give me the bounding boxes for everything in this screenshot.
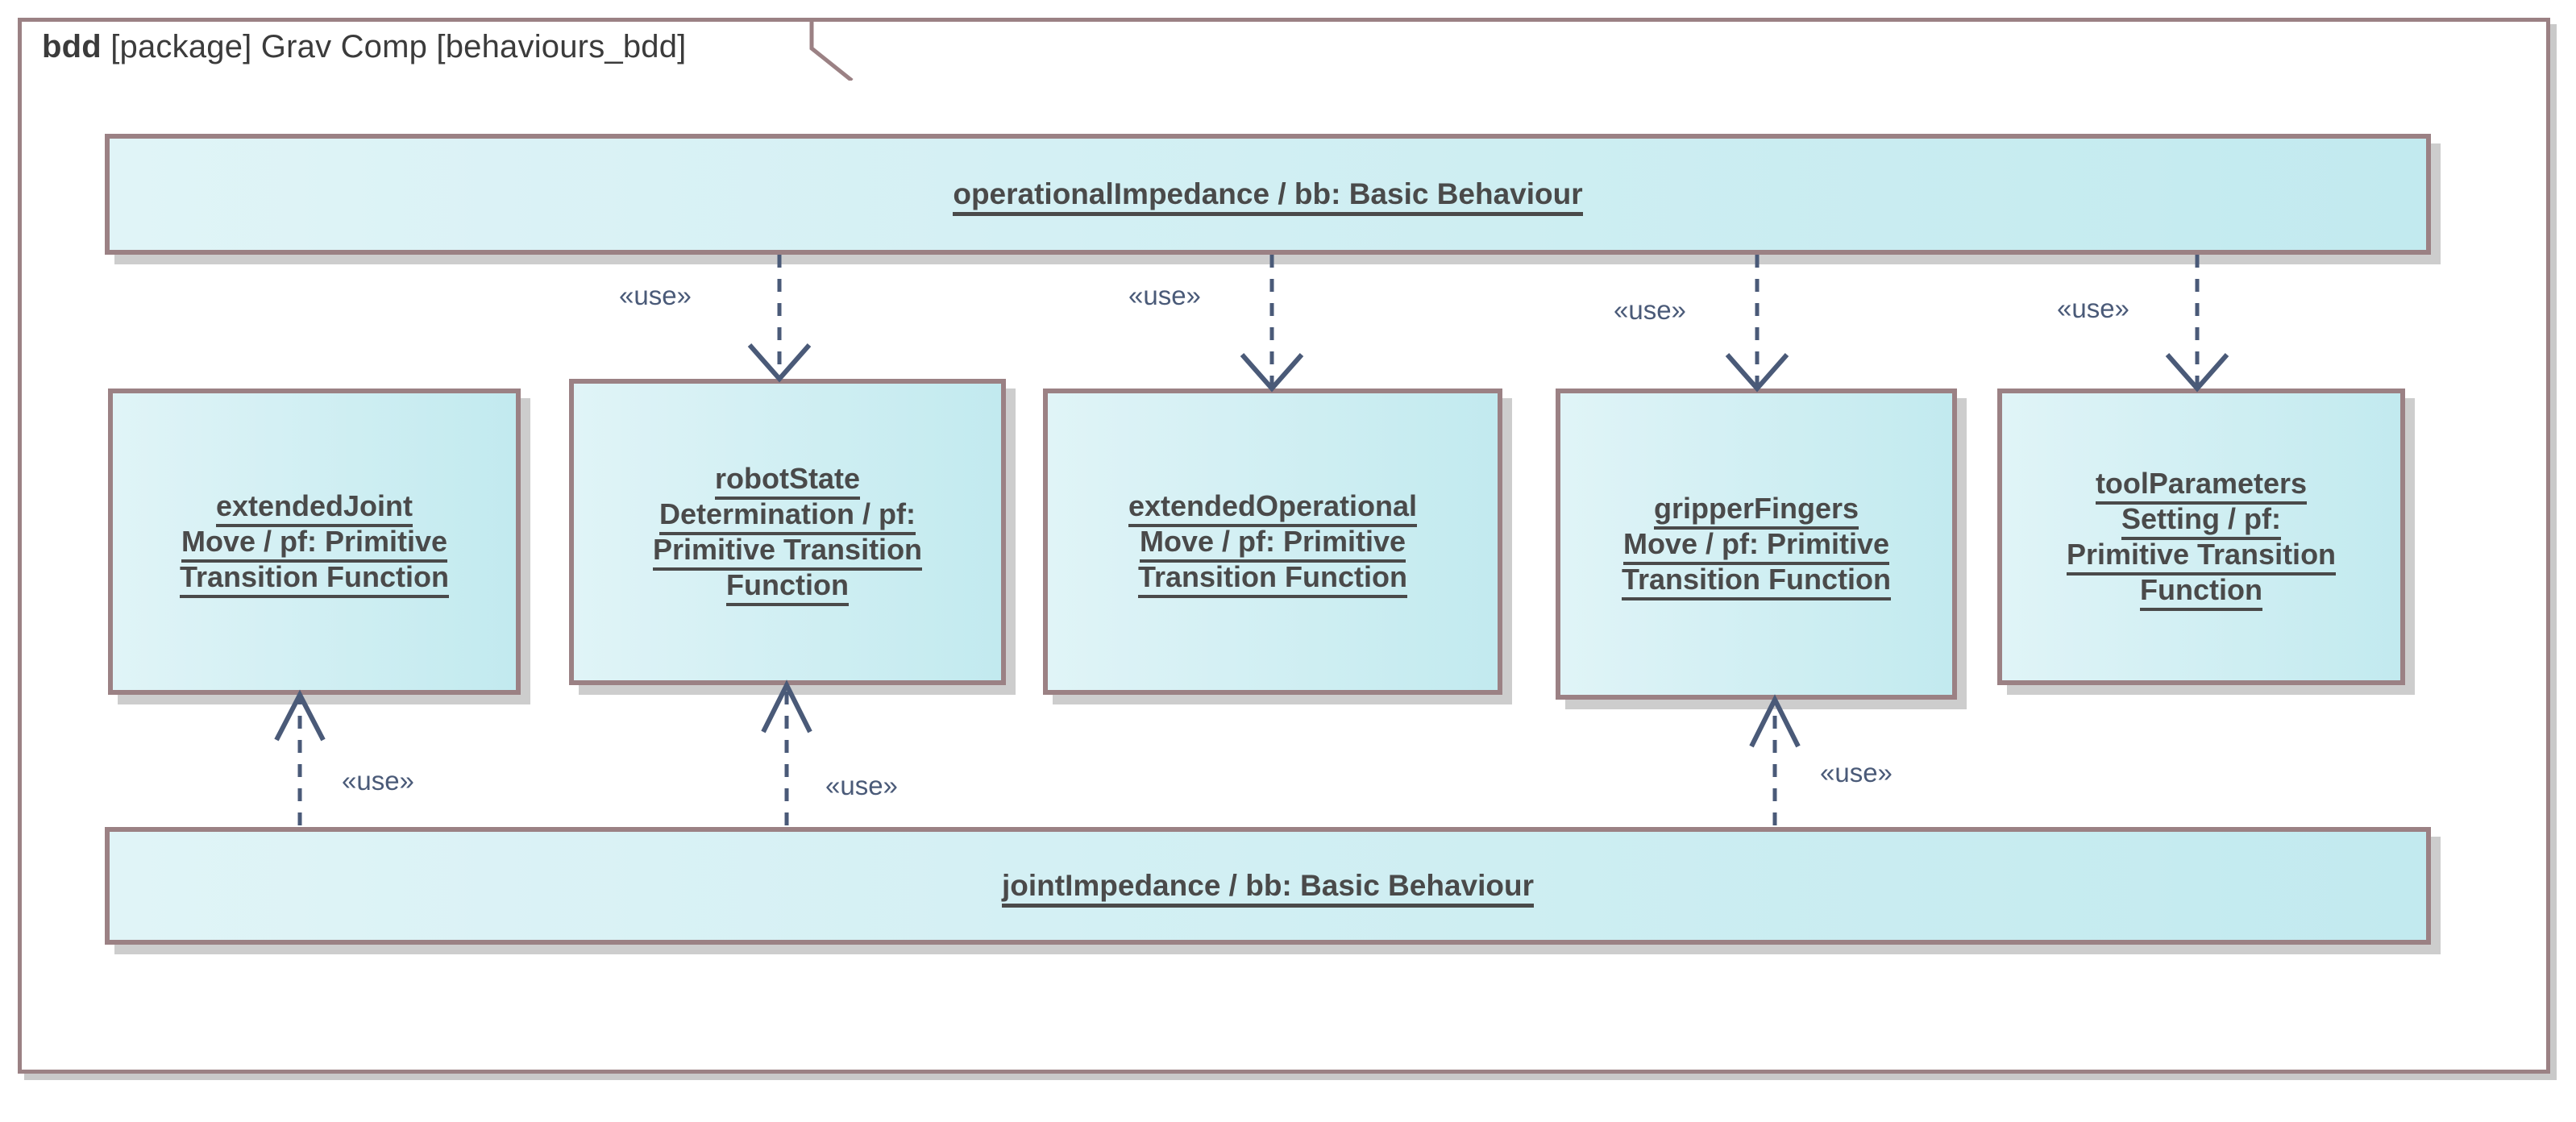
block-operational-impedance[interactable]: operationalImpedance / bb: Basic Behavio… — [105, 134, 2431, 255]
block-line: Transition Function — [1622, 562, 1891, 600]
block-line: Determination / pf: — [659, 497, 916, 536]
block-line: Setting / pf: — [2121, 502, 2281, 541]
block-line: toolParameters — [2095, 467, 2308, 505]
block-line: Primitive Transition — [652, 533, 923, 571]
block-line: Transition Function — [180, 559, 449, 598]
block-line: robotState — [715, 462, 860, 501]
block-line: Move / pf: Primitive — [181, 525, 448, 563]
block-line: extendedOperational — [1128, 489, 1418, 528]
diagram-kind-keyword: bdd — [42, 29, 102, 64]
block-title-extended-joint-move: extendedJoint Move / pf: Primitive Trans… — [173, 488, 455, 598]
block-gripper-fingers-move[interactable]: gripperFingers Move / pf: Primitive Tran… — [1556, 389, 1957, 700]
use-label-operational-to-gripper-fingers: «use» — [1614, 295, 1686, 325]
block-extended-operational-move[interactable]: extendedOperational Move / pf: Primitive… — [1043, 389, 1502, 695]
use-label-joint-to-robot-state: «use» — [825, 771, 898, 800]
block-title-extended-operational-move: extendedOperational Move / pf: Primitive… — [1122, 488, 1423, 598]
block-title-joint-impedance: jointImpedance / bb: Basic Behaviour — [995, 867, 1540, 908]
block-line: Function — [2140, 572, 2262, 611]
block-joint-impedance[interactable]: jointImpedance / bb: Basic Behaviour — [105, 827, 2431, 945]
diagram-header-label: bdd [package] Grav Comp [behaviours_bdd] — [42, 29, 687, 65]
block-line: Transition Function — [1138, 559, 1407, 598]
block-tool-parameters-setting[interactable]: toolParameters Setting / pf: Primitive T… — [1997, 389, 2405, 685]
use-label-joint-to-gripper-fingers: «use» — [1820, 758, 1893, 787]
block-line: Move / pf: Primitive — [1622, 527, 1890, 566]
use-label-joint-to-extended-joint-move: «use» — [342, 766, 414, 796]
block-robot-state-determination[interactable]: robotState Determination / pf: Primitive… — [569, 379, 1006, 685]
block-extended-joint-move[interactable]: extendedJoint Move / pf: Primitive Trans… — [108, 389, 521, 695]
diagram-header-rest: [package] Grav Comp [behaviours_bdd] — [101, 29, 687, 64]
block-line: extendedJoint — [215, 489, 413, 528]
use-label-operational-to-robot-state: «use» — [619, 280, 692, 310]
block-line: operationalImpedance / bb: Basic Behavio… — [953, 177, 1583, 217]
block-title-tool-parameters-setting: toolParameters Setting / pf: Primitive T… — [2060, 466, 2342, 611]
block-line: jointImpedance / bb: Basic Behaviour — [1002, 869, 1534, 908]
block-title-robot-state-determination: robotState Determination / pf: Primitive… — [646, 461, 929, 606]
block-title-gripper-fingers-move: gripperFingers Move / pf: Primitive Tran… — [1615, 491, 1897, 600]
block-line: Move / pf: Primitive — [1139, 525, 1406, 563]
block-title-operational-impedance: operationalImpedance / bb: Basic Behavio… — [946, 176, 1589, 217]
use-label-operational-to-tool-parameters: «use» — [2057, 293, 2129, 323]
block-line: gripperFingers — [1653, 492, 1859, 530]
block-line: Function — [726, 567, 849, 606]
block-line: Primitive Transition — [2066, 538, 2337, 576]
use-label-operational-to-extended-operational: «use» — [1128, 280, 1201, 310]
